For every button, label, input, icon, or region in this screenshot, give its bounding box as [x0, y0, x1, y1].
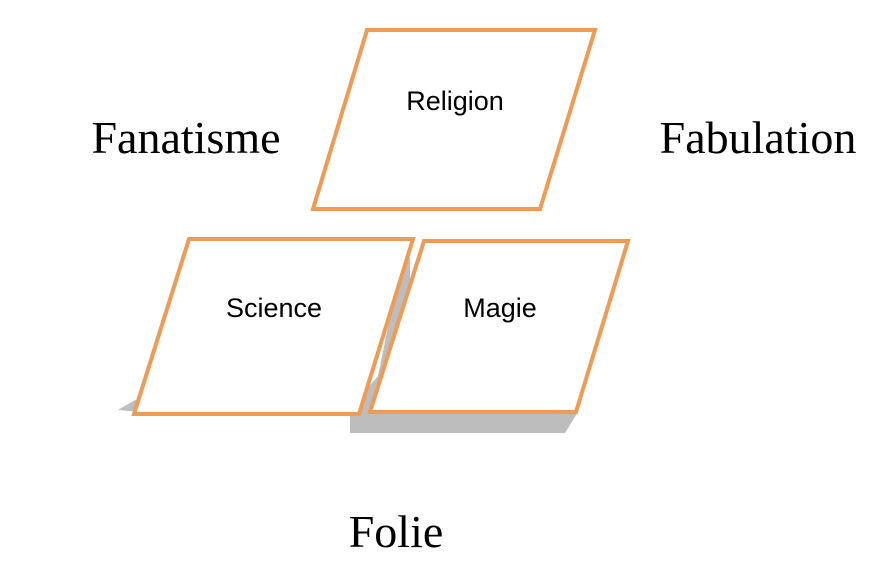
magie-box — [367, 239, 631, 414]
magie-label: Magie — [463, 293, 537, 323]
fabulation-label: Fabulation — [660, 112, 857, 163]
science-label: Science — [226, 293, 322, 323]
religion-label: Religion — [406, 86, 504, 116]
fanatisme-label: Fanatisme — [91, 112, 280, 163]
religion-box — [310, 28, 598, 211]
folie-label: Folie — [349, 506, 444, 557]
science-box — [131, 237, 416, 416]
